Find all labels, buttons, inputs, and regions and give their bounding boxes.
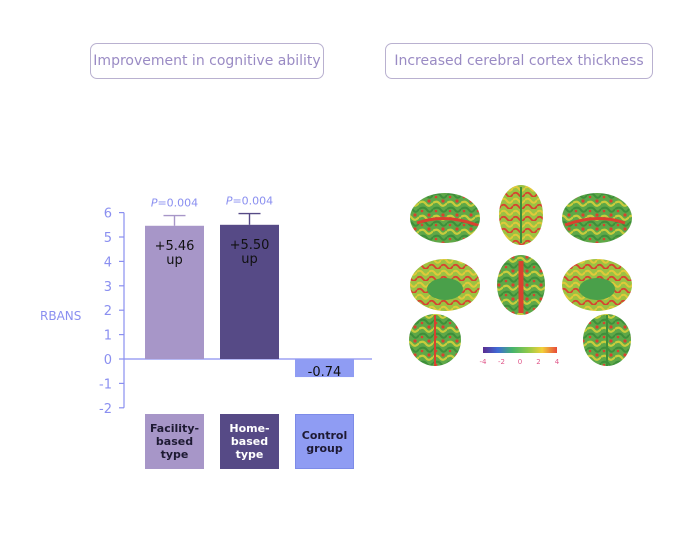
p-value-label: P=0.004 (226, 195, 273, 208)
colorbar-tick-label: 0 (518, 358, 522, 366)
y-tick-label: 2 (104, 304, 112, 319)
brain-medial-right-center (579, 278, 615, 300)
colorbar-tick-label: 4 (555, 358, 560, 366)
cognitive-ability-header-text: Improvement in cognitive ability (93, 53, 321, 69)
brain-lateral-left-sulcus (416, 217, 478, 227)
y-tick-label: 3 (104, 280, 112, 295)
category-home-based: Home- based type (220, 414, 279, 469)
y-tick-label: 4 (104, 255, 112, 270)
p-value-label: P=0.004 (151, 197, 198, 210)
y-tick-label: -1 (99, 377, 112, 392)
cortex-thickness-header-text: Increased cerebral cortex thickness (394, 53, 644, 69)
category-label-home-based: Home- based type (229, 422, 270, 461)
colorbar-tick-label: -2 (498, 358, 505, 366)
cortex-thickness-brain-map: -4 -2 0 2 4 (409, 185, 632, 366)
y-tick-label: 6 (104, 207, 112, 222)
category-label-control-group: Control group (301, 428, 348, 455)
bar-value-label: -0.74 (308, 365, 342, 380)
cortex-thickness-header: Increased cerebral cortex thickness (385, 43, 653, 79)
y-axis-label: RBANS (40, 309, 81, 323)
category-label-facility-based: Facility- based type (149, 422, 200, 461)
category-facility-based: Facility- based type (145, 414, 204, 469)
bar (145, 225, 204, 359)
brain-medial-left-center (427, 278, 463, 300)
y-tick-label: 5 (104, 231, 112, 246)
y-tick-label: 0 (104, 353, 112, 368)
colorbar-tick-label: -4 (480, 358, 488, 366)
category-control-group: Control group (295, 414, 354, 469)
y-tick-label: -2 (99, 402, 112, 417)
bar (295, 359, 354, 378)
y-tick-label: 1 (104, 329, 112, 344)
brain-lateral-right-sulcus (564, 217, 626, 227)
colorbar (483, 347, 557, 353)
colorbar-tick-label: 2 (536, 358, 540, 366)
cognitive-ability-header: Improvement in cognitive ability (90, 43, 324, 79)
colorbar-ticks: -4 -2 0 2 4 (480, 358, 560, 366)
bar (220, 224, 279, 359)
